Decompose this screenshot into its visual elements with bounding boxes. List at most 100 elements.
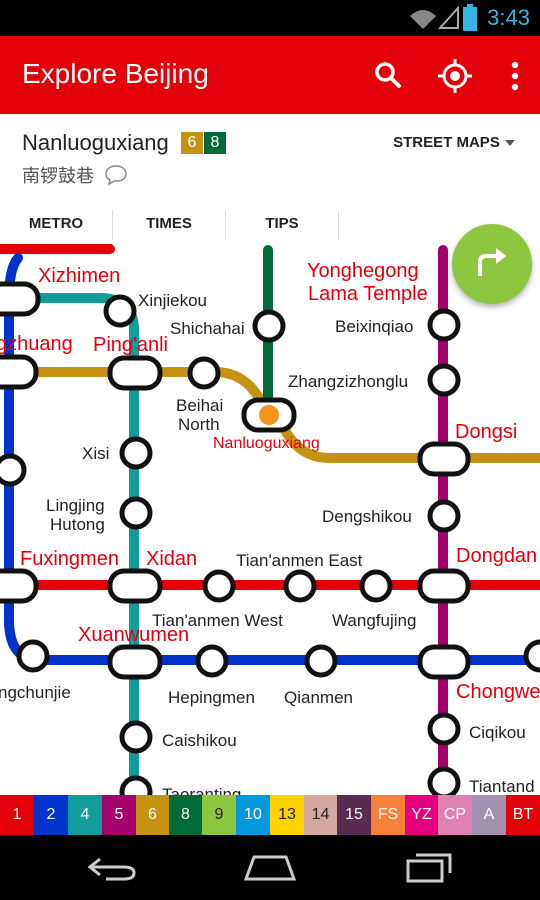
tab-selected-indicator (0, 244, 112, 250)
label-shichahai: Shichahai (170, 319, 245, 338)
dropdown-triangle-icon (505, 140, 515, 147)
legend-line-cp[interactable]: CP (438, 795, 472, 835)
label-hutong: Hutong (50, 515, 105, 534)
station-marker-hepingmen (195, 644, 229, 678)
label-dongsi: Dongsi (455, 421, 517, 443)
station-marker-tiananmen-east (283, 569, 317, 603)
legend-line-14[interactable]: 14 (304, 795, 337, 835)
line-badge-8: 8 (204, 132, 226, 154)
search-icon[interactable] (368, 56, 408, 96)
tab-metro[interactable]: METRO (28, 215, 84, 232)
label-wangfujing: Wangfujing (332, 611, 416, 630)
status-bar: 3:43 (0, 0, 540, 36)
label-xizhimen: Xizhimen (38, 265, 120, 287)
legend-line-2[interactable]: 2 (34, 795, 68, 835)
station-marker-xuanwumen (107, 644, 163, 680)
station-marker-tiananmen-west (202, 569, 236, 603)
station-marker-chegongzhuang (0, 354, 39, 390)
station-name-chinese: 南锣鼓巷 (22, 166, 94, 187)
street-maps-label: STREET MAPS (393, 134, 500, 151)
legend-line-yz[interactable]: YZ (405, 795, 438, 835)
label-lingjing: Lingjing (46, 496, 105, 515)
label-caishikou: Caishikou (162, 731, 237, 750)
legend-line-1[interactable]: 1 (0, 795, 34, 835)
status-time: 3:43 (487, 5, 530, 30)
station-marker-dongsi (417, 441, 471, 477)
station-marker-dongdan (417, 568, 471, 604)
label-beihai: Beihai (176, 396, 223, 415)
tab-tips[interactable]: TIPS (265, 215, 299, 232)
legend-line-13[interactable]: 13 (270, 795, 304, 835)
station-marker-chongwenmen (417, 644, 471, 680)
tab-bar: METRO TIMES TIPS (0, 204, 540, 244)
station-marker-pinganli (107, 355, 163, 391)
battery-icon (463, 4, 477, 31)
label-xinjiekou: Xinjiekou (138, 291, 207, 310)
label-pinganli: Ping'anli (93, 334, 168, 356)
legend-line-4[interactable]: 4 (68, 795, 102, 835)
station-marker-beijing-railway (523, 639, 540, 673)
current-location-dot (259, 405, 279, 425)
label-taoranting: Taoranting (162, 785, 241, 795)
station-marker-left-edge (0, 453, 27, 487)
metro-map[interactable]: Xizhimen Yonghegong Lama Temple Xinjieko… (0, 244, 540, 795)
station-marker-zhangzizhonglu (427, 363, 461, 397)
tab-divider (225, 210, 226, 240)
navigation-bar (0, 835, 540, 900)
label-tiananmen-east: Tian'anmen East (236, 551, 363, 570)
label-zhangzizhonglu: Zhangzizhonglu (288, 372, 408, 391)
street-maps-dropdown[interactable]: STREET MAPS (393, 134, 516, 151)
label-fuxingmen: Fuxingmen (20, 548, 119, 570)
label-north: North (178, 415, 220, 434)
label-xisi: Xisi (82, 444, 109, 463)
line-legend: 1 2 4 5 6 8 9 10 13 14 15 FS YZ CP A BT (0, 795, 540, 835)
station-marker-fuxingmen (0, 568, 39, 604)
turn-right-arrow-icon (478, 248, 506, 276)
station-marker-tiantandongmen (427, 766, 461, 795)
station-header: Nanluoguxiang 6 8 南锣鼓巷 STREET MAPS (0, 114, 540, 204)
app-title: Explore Beijing (22, 58, 209, 89)
station-marker-shichahai (252, 309, 286, 343)
legend-line-a[interactable]: A (472, 795, 506, 835)
station-marker-lingjing-hutong (119, 496, 153, 530)
back-icon[interactable] (86, 853, 138, 883)
directions-button[interactable] (452, 224, 532, 304)
station-marker-qianmen (304, 644, 338, 678)
legend-line-6[interactable]: 6 (136, 795, 169, 835)
station-marker-changchunjie (16, 639, 50, 673)
locate-icon[interactable] (435, 56, 475, 96)
home-icon[interactable] (242, 851, 298, 883)
label-lama-temple: Lama Temple (308, 283, 428, 305)
label-tiananmen-west: Tian'anmen West (152, 611, 283, 630)
tab-divider (112, 210, 113, 240)
legend-line-15[interactable]: 15 (337, 795, 371, 835)
legend-line-5[interactable]: 5 (102, 795, 136, 835)
legend-line-9[interactable]: 9 (202, 795, 236, 835)
station-marker-wangfujing (359, 569, 393, 603)
legend-line-fs[interactable]: FS (371, 795, 405, 835)
speech-bubble-icon[interactable] (104, 164, 128, 186)
label-qianmen: Qianmen (284, 688, 353, 707)
station-marker-taoranting (119, 775, 153, 795)
signal-icon (438, 6, 459, 29)
station-marker-xizhimen (0, 281, 41, 317)
station-marker-xidan (107, 568, 163, 604)
label-xuanwumen: Xuanwumen (78, 624, 189, 646)
station-marker-ciqikou (427, 712, 461, 746)
legend-line-8[interactable]: 8 (169, 795, 202, 835)
app-bar: Explore Beijing (0, 36, 540, 114)
line-badge-6: 6 (181, 132, 203, 154)
label-xidan: Xidan (146, 548, 197, 570)
label-hepingmen: Hepingmen (168, 688, 255, 707)
tab-times[interactable]: TIMES (146, 215, 192, 232)
station-marker-beihai-north (187, 356, 221, 390)
station-marker-beixinqiao (427, 308, 461, 342)
station-marker-dengshikou (427, 499, 461, 533)
label-nanluoguxiang: Nanluoguxiang (213, 435, 320, 452)
legend-line-10[interactable]: 10 (236, 795, 270, 835)
legend-line-bt[interactable]: BT (506, 795, 540, 835)
recents-icon[interactable] (404, 849, 456, 885)
label-beixinqiao: Beixinqiao (335, 317, 413, 336)
label-dengshikou: Dengshikou (322, 507, 412, 526)
overflow-menu-icon[interactable] (495, 56, 535, 96)
